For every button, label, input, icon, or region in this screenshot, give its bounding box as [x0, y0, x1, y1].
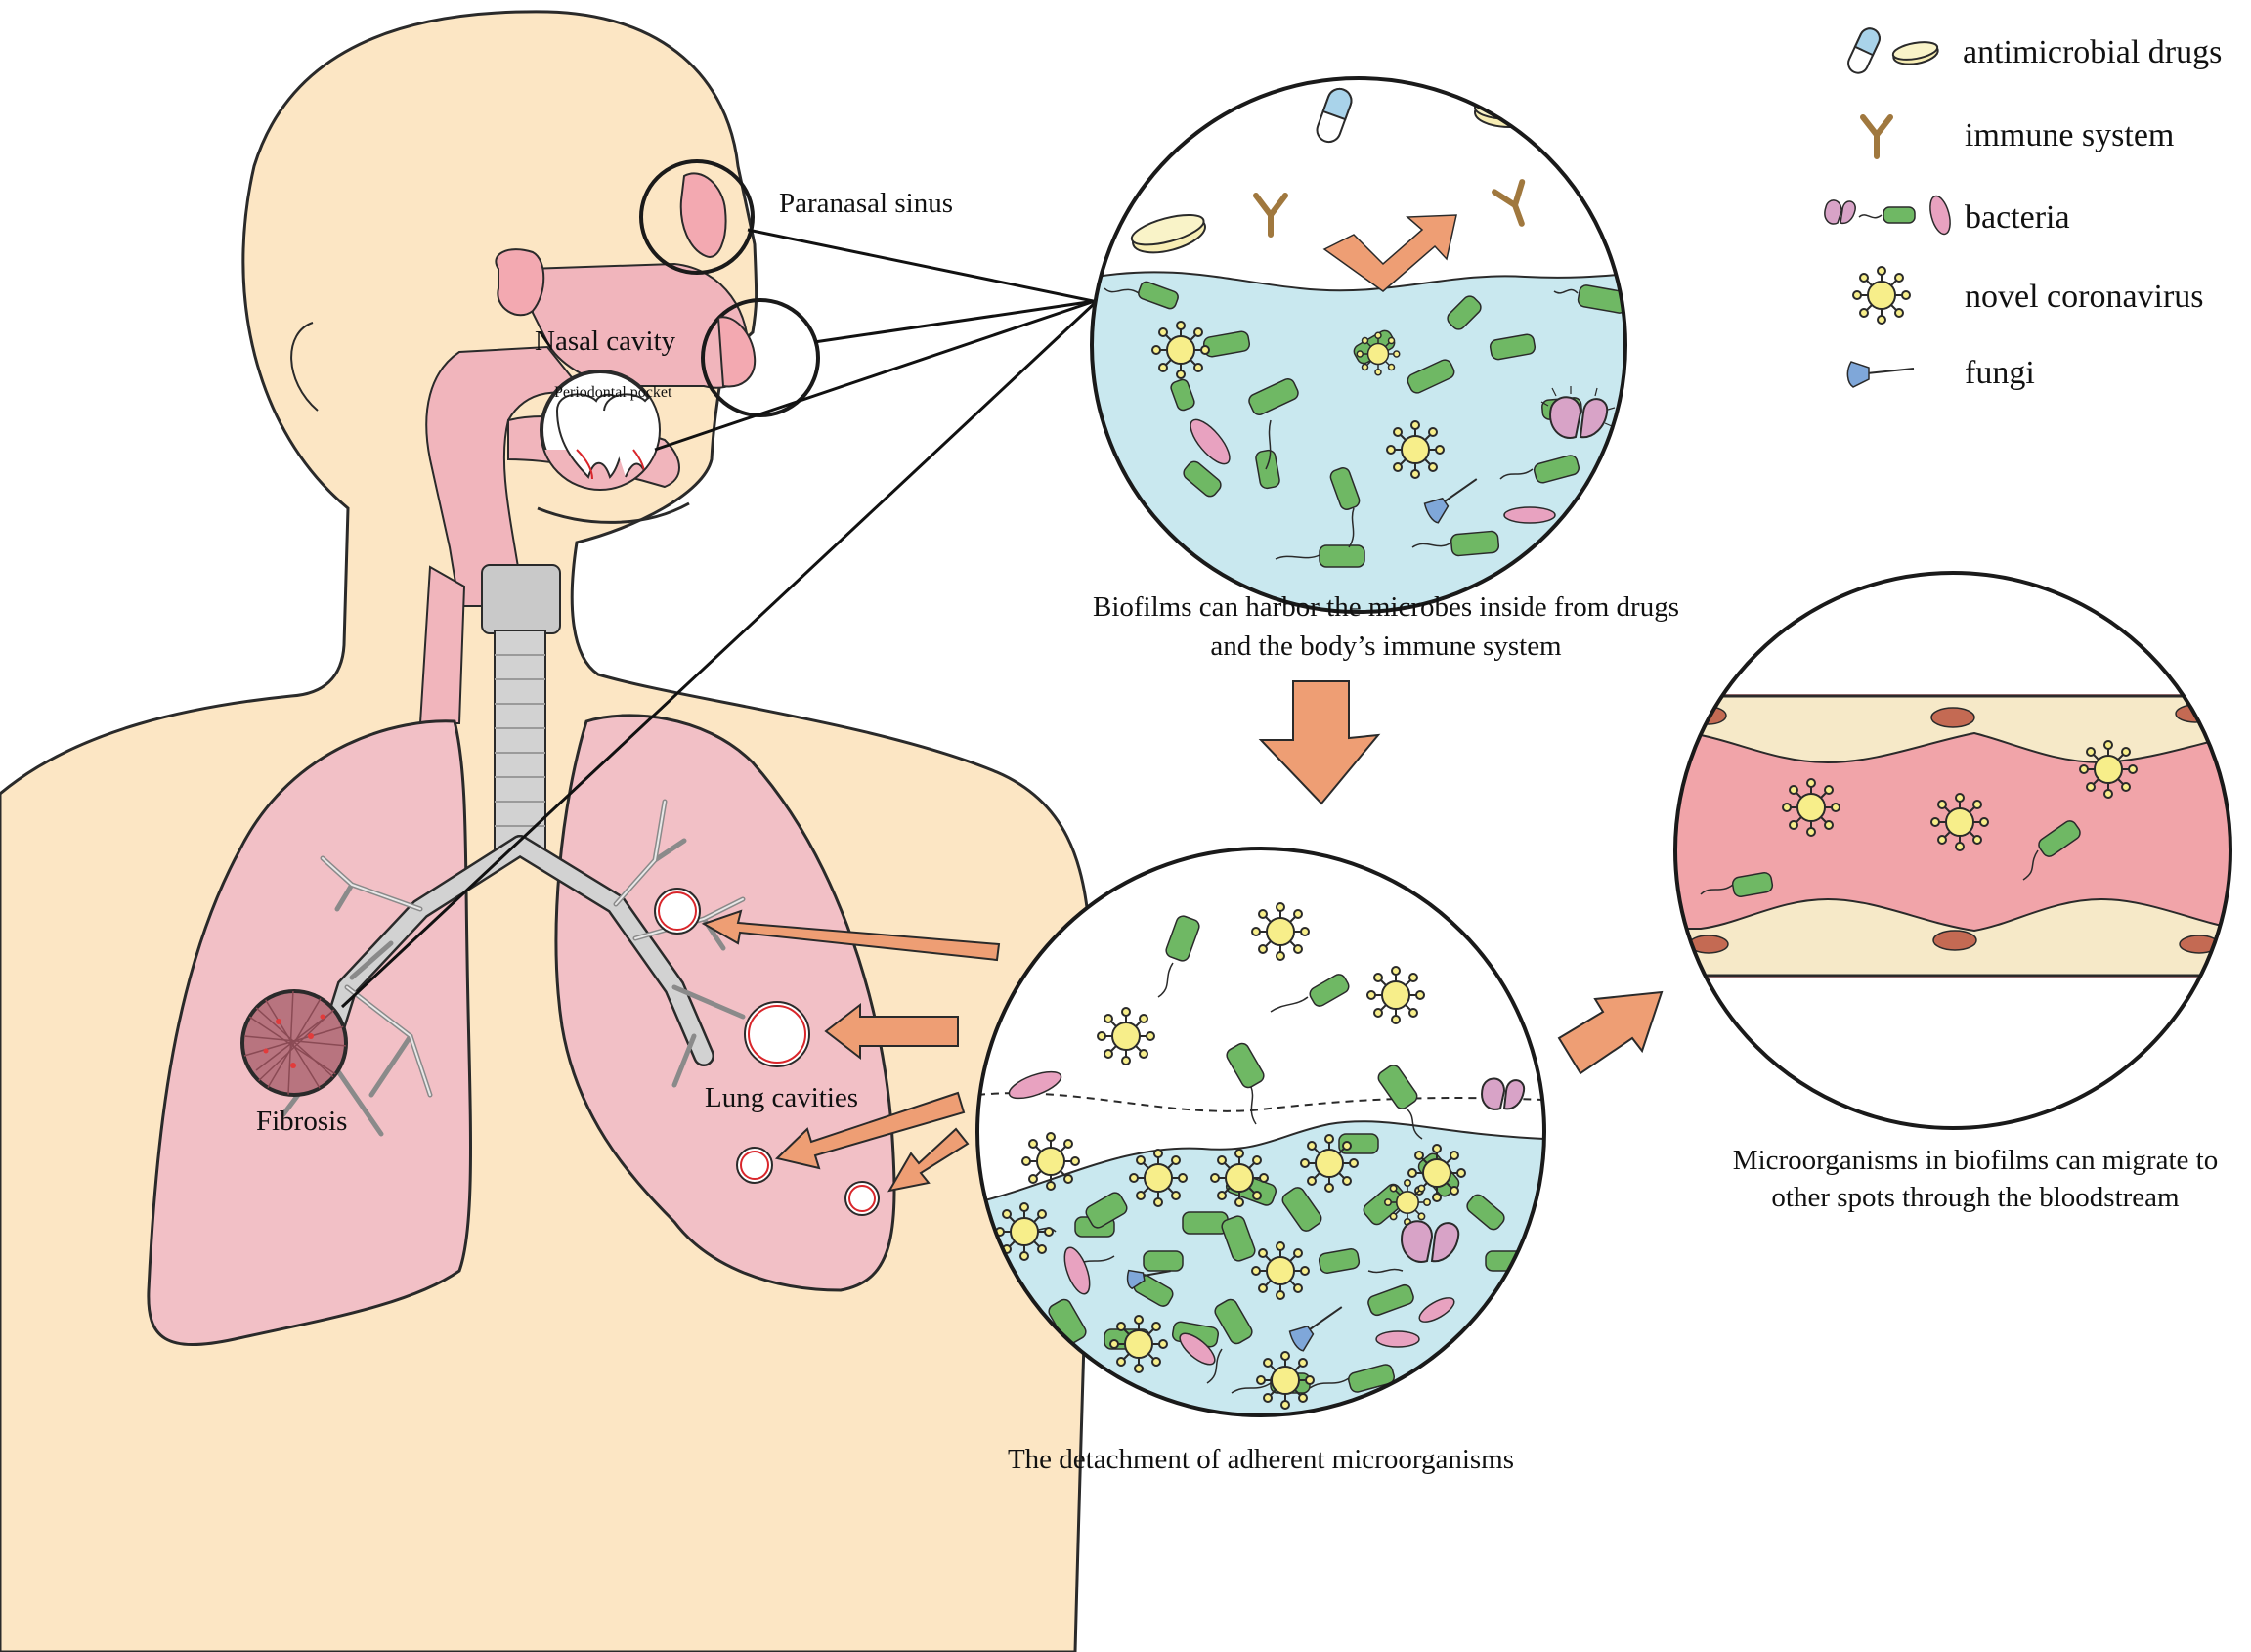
detachment-caption: The detachment of adherent microorganism… [1008, 1444, 1514, 1475]
nasal-cavity-label: Nasal cavity [535, 326, 676, 357]
legend: antimicrobial drugs immune system bacter… [1824, 27, 2222, 391]
down-arrow [1258, 680, 1381, 805]
pharynx [425, 345, 589, 607]
biofilm-caption-line1: Biofilms can harbor the microbes inside … [1093, 591, 1679, 623]
migrate-caption-line1: Microorganisms in biofilms can migrate t… [1733, 1145, 2218, 1176]
top-antibodies [1253, 179, 1526, 238]
mouth-line [537, 501, 690, 524]
migrate-caption-line2: other spots through the bloodstream [1771, 1182, 2180, 1213]
esophagus [418, 565, 466, 724]
ear-hint [290, 322, 319, 412]
bottom-biofilm-content [977, 848, 1544, 1415]
lung-cavity-rims [658, 891, 876, 1212]
spiky-bacteria [1540, 386, 1616, 439]
blood-vessel-content [1675, 573, 2230, 1128]
biofilm-caption-line2: and the body’s immune system [1210, 630, 1562, 662]
legend-label-bacteria: bacteria [1965, 199, 2070, 236]
bottom-spiky-bacteria [1401, 1220, 1460, 1263]
top-biofilm-circle [1090, 76, 1627, 614]
deflect-arrow [1322, 214, 1457, 292]
top-fungus [1423, 478, 1478, 524]
lung-arrows [701, 909, 1001, 1193]
periodontal-pocket-label: Periodontal pocket [554, 384, 672, 401]
fibrosis-texture [243, 991, 346, 1095]
legend-virus-icon [1852, 266, 1911, 325]
larynx [481, 564, 561, 634]
legend-label-virus: novel coronavirus [1965, 279, 2204, 315]
bottom-fungi [1126, 1269, 1343, 1352]
legend-drugs-icon [1847, 27, 1939, 74]
paranasal-sinus-label: Paranasal sinus [779, 188, 953, 219]
legend-label-fungi: fungi [1965, 355, 2035, 391]
legend-label-drugs: antimicrobial drugs [1963, 34, 2222, 70]
trachea [494, 630, 546, 851]
top-biofilm-content [1092, 78, 1625, 612]
fibrosis-label: Fibrosis [256, 1106, 347, 1137]
detachment-circle [975, 847, 1546, 1417]
right-arrow-to-vessel [1557, 990, 1664, 1075]
legend-bacteria-icon [1824, 195, 1951, 236]
sinus-magnifier [639, 159, 755, 275]
connector-lines [340, 228, 1104, 1009]
detached-spiky-bacteria [1481, 1077, 1526, 1110]
frontal-sinus-shape [495, 248, 545, 317]
legend-antibody-icon [1860, 114, 1893, 159]
paranasal-sinus-shape [679, 172, 727, 258]
legend-fungus-icon [1846, 361, 1915, 388]
fibrosis-red-spots [263, 1014, 325, 1068]
legend-label-immune: immune system [1965, 117, 2174, 153]
blood-vessel-circle [1673, 571, 2232, 1130]
lung-cavities-label: Lung cavities [705, 1082, 858, 1113]
trachea-rings [495, 654, 545, 827]
nasal-inner-shape [716, 316, 757, 388]
